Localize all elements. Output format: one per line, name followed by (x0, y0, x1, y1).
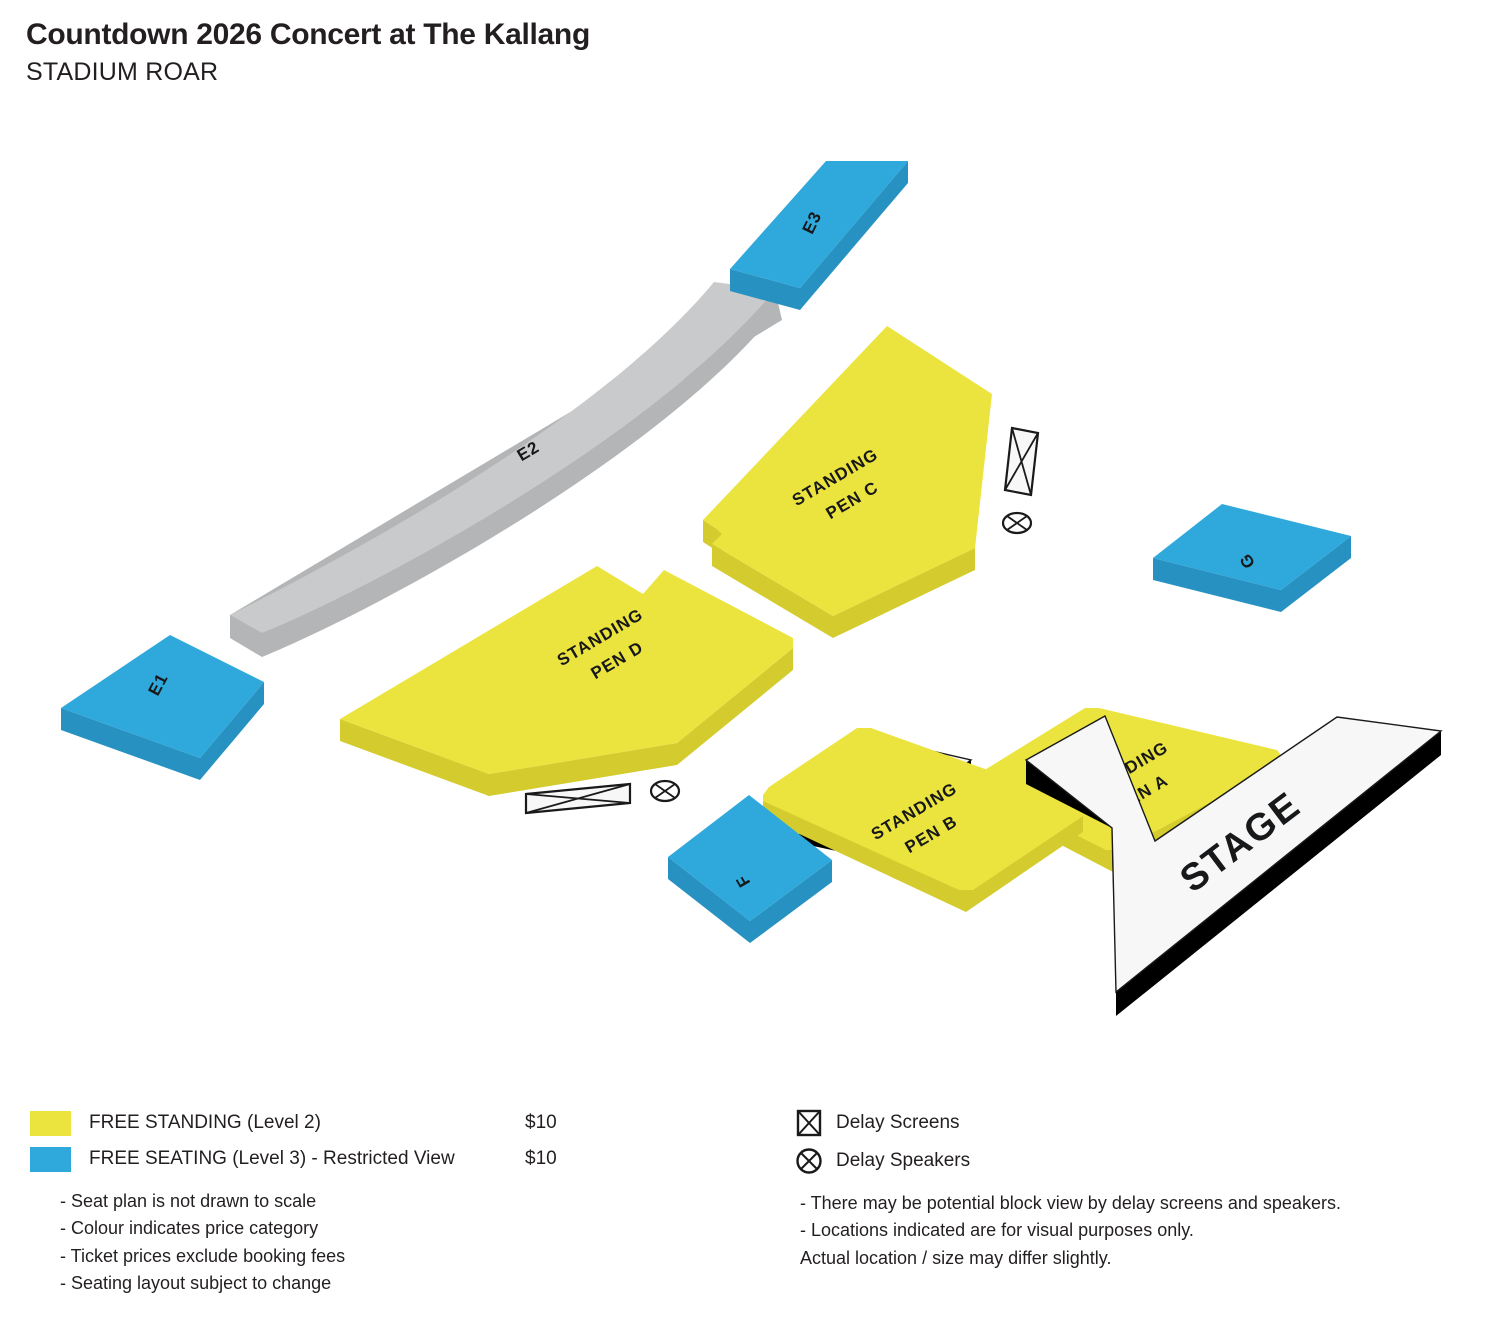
section-e3[interactable]: E3 (730, 161, 908, 310)
section-e1-side (61, 708, 200, 780)
section-e1-side-right (200, 682, 264, 780)
legend-label-seating: FREE SEATING (Level 3) - Restricted View (89, 1148, 455, 1169)
section-e3-side-right (800, 161, 908, 310)
section-g[interactable]: G (1153, 504, 1351, 612)
note-line: - There may be potential block view by d… (800, 1193, 1341, 1213)
legend-label-delay-screens: Delay Screens (836, 1112, 960, 1133)
legend-right: Delay Screens Delay Speakers - There may… (795, 1108, 1485, 1272)
section-pen-d-side-b (489, 743, 677, 796)
legend-label-delay-speakers: Delay Speakers (836, 1150, 971, 1171)
section-e1-top (61, 635, 264, 758)
delay-screen-icon (1003, 426, 1040, 497)
section-f-top (668, 795, 832, 921)
section-e3-side (730, 269, 800, 310)
legend-swatch-standing (30, 1110, 71, 1136)
page-title: Countdown 2026 Concert at The Kallang (26, 18, 590, 51)
section-pen-d-top (340, 566, 793, 774)
section-g-top (1153, 504, 1351, 590)
section-pen-b-top (763, 728, 1083, 890)
legend-price-seating: $10 (525, 1148, 557, 1169)
stage-main-top (1024, 715, 1443, 994)
section-g-side (1153, 558, 1281, 612)
section-g-side-right (1281, 536, 1351, 612)
section-pen-d-side-c (677, 648, 793, 765)
section-pen-c-top (703, 326, 992, 616)
seatmap: E2 E3 E1 STANDING PEN C STANDING PEN D (0, 130, 1500, 1070)
legend: FREE STANDING (Level 2) $10 FREE SEATING… (0, 1108, 1500, 1318)
note-line: - Ticket prices exclude booking fees (60, 1245, 346, 1266)
section-pen-d[interactable]: STANDING PEN D (340, 566, 793, 796)
note-line: - Seat plan is not drawn to scale (60, 1191, 317, 1211)
legend-icon-row-screens: Delay Screens (795, 1108, 1485, 1138)
legend-swatch-seating (30, 1146, 71, 1172)
legend-price-row: FREE STANDING (Level 2) $10 (30, 1108, 670, 1138)
section-f[interactable]: F (668, 795, 832, 943)
note-line: - Seating layout subject to change (60, 1273, 332, 1294)
section-f-side (668, 857, 750, 943)
legend-left: FREE STANDING (Level 2) $10 FREE SEATING… (30, 1108, 670, 1297)
legend-price-standing: $10 (525, 1112, 557, 1133)
header: Countdown 2026 Concert at The Kallang ST… (26, 16, 590, 87)
section-pen-d-side (340, 719, 489, 796)
section-pen-b-side (763, 795, 966, 912)
delay-speaker-icon (795, 1147, 823, 1175)
section-pen-b[interactable]: STANDING PEN B (763, 728, 1083, 912)
section-pen-c[interactable]: STANDING PEN C (703, 326, 992, 638)
legend-label-standing: FREE STANDING (Level 2) (89, 1112, 321, 1133)
section-e2-side3 (262, 290, 775, 657)
section-e1[interactable]: E1 (61, 635, 264, 780)
note-line: - Locations indicated are for visual pur… (800, 1220, 1194, 1241)
delay-speaker-icon (649, 779, 681, 803)
section-e2-top (230, 282, 775, 633)
delay-screen-icon (795, 1109, 823, 1137)
section-e3-top (730, 161, 908, 288)
legend-left-notes: - Seat plan is not drawn to scale - Colo… (30, 1188, 670, 1297)
section-f-side-right (750, 860, 832, 943)
note-line: Actual location / size may differ slight… (800, 1247, 1112, 1268)
section-pen-c-side-d (712, 544, 833, 638)
section-e2-side2 (230, 615, 262, 657)
section-e2[interactable]: E2 (230, 282, 782, 657)
legend-icon-row-speakers: Delay Speakers (795, 1146, 1485, 1176)
section-pen-c-side-e (833, 548, 975, 638)
legend-right-notes: - There may be potential block view by d… (795, 1190, 1485, 1272)
delay-speaker-icon (1001, 511, 1033, 535)
delay-screen-icon (524, 782, 632, 815)
note-line: - Colour indicates price category (60, 1218, 319, 1239)
legend-price-row: FREE SEATING (Level 3) - Restricted View… (30, 1144, 670, 1174)
venue-subtitle: STADIUM ROAR (26, 57, 219, 86)
